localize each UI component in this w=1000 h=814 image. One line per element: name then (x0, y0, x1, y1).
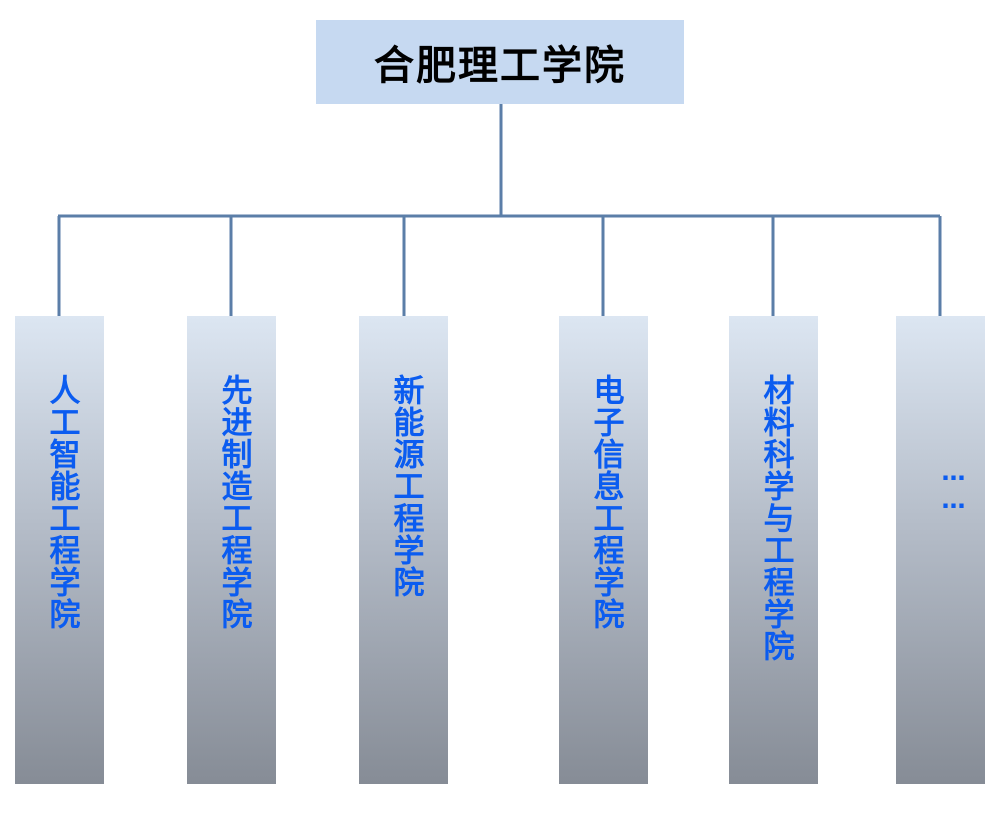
child-node-label: 电子信息工程学院 (587, 374, 624, 630)
child-node-label: 人工智能工程学院 (43, 374, 80, 630)
child-node-label: 新能源工程学院 (387, 374, 424, 598)
child-node-materials: 材料科学与工程学院 (729, 316, 818, 784)
child-node-label: 材料科学与工程学院 (757, 374, 794, 662)
child-node-ai: 人工智能工程学院 (15, 316, 104, 784)
child-node-new-energy: 新能源工程学院 (359, 316, 448, 784)
child-node-electronic-info: 电子信息工程学院 (559, 316, 648, 784)
child-node-advanced-manufacturing: 先进制造工程学院 (187, 316, 276, 784)
root-node-label: 合肥理工学院 (374, 43, 626, 89)
root-node: 合肥理工学院 (316, 20, 684, 104)
child-node-more: …… (896, 316, 985, 784)
child-node-ellipsis: …… (939, 458, 968, 514)
child-node-label: 先进制造工程学院 (215, 374, 252, 630)
